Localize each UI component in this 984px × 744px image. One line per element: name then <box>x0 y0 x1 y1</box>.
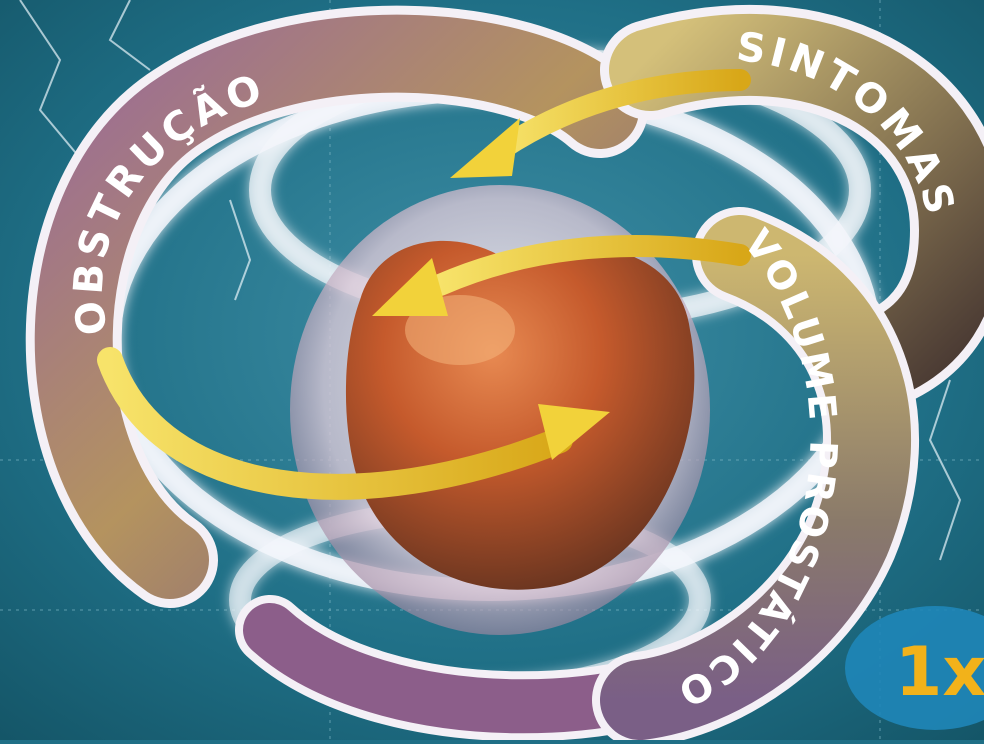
badge-text: 1x <box>895 633 984 712</box>
